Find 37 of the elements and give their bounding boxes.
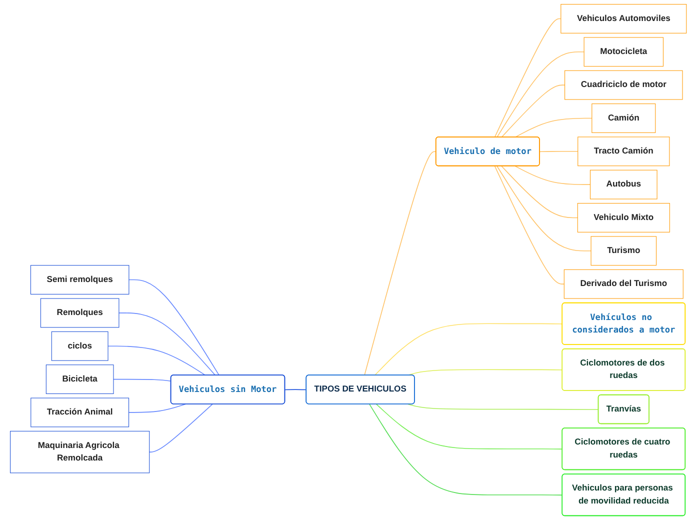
connector bbox=[284, 389, 306, 390]
connector bbox=[368, 404, 562, 496]
node-box: Semi remolques bbox=[30, 265, 129, 294]
node-box: Turismo bbox=[590, 236, 656, 266]
node-box: Autobus bbox=[590, 170, 657, 200]
connector bbox=[112, 378, 172, 382]
connector bbox=[148, 404, 212, 452]
node-box: Vehiculos Automoviles bbox=[560, 4, 686, 34]
node-box: Maquinaria Agricola Remolcada bbox=[10, 430, 150, 474]
node-box: Vehiculo Mixto bbox=[577, 203, 670, 232]
connector bbox=[496, 166, 592, 252]
connector bbox=[496, 52, 584, 138]
connector bbox=[514, 166, 590, 185]
connector bbox=[500, 84, 565, 138]
node-box: Derivado del Turismo bbox=[564, 269, 684, 299]
node-box: Camión bbox=[591, 104, 656, 133]
connector bbox=[494, 18, 561, 138]
connector bbox=[494, 166, 564, 284]
connector bbox=[500, 166, 578, 218]
connector bbox=[364, 151, 436, 376]
node-box: Motocicleta bbox=[583, 37, 664, 67]
node-box: ciclos bbox=[51, 331, 108, 361]
node-box: Tracto Camión bbox=[577, 136, 670, 166]
connector bbox=[407, 404, 599, 410]
connector bbox=[374, 323, 562, 376]
connector bbox=[514, 118, 592, 138]
node-box: Tracción Animal bbox=[30, 398, 129, 428]
node-box: Cuadriciclo de motor bbox=[564, 70, 682, 100]
connector bbox=[128, 404, 186, 413]
connector bbox=[376, 404, 562, 450]
node-box: Bicicleta bbox=[46, 364, 114, 394]
connector bbox=[118, 312, 216, 376]
connector bbox=[107, 346, 206, 376]
connector bbox=[128, 279, 220, 376]
connector bbox=[539, 151, 578, 152]
connector bbox=[407, 369, 562, 376]
node-box: Remolques bbox=[40, 298, 119, 328]
